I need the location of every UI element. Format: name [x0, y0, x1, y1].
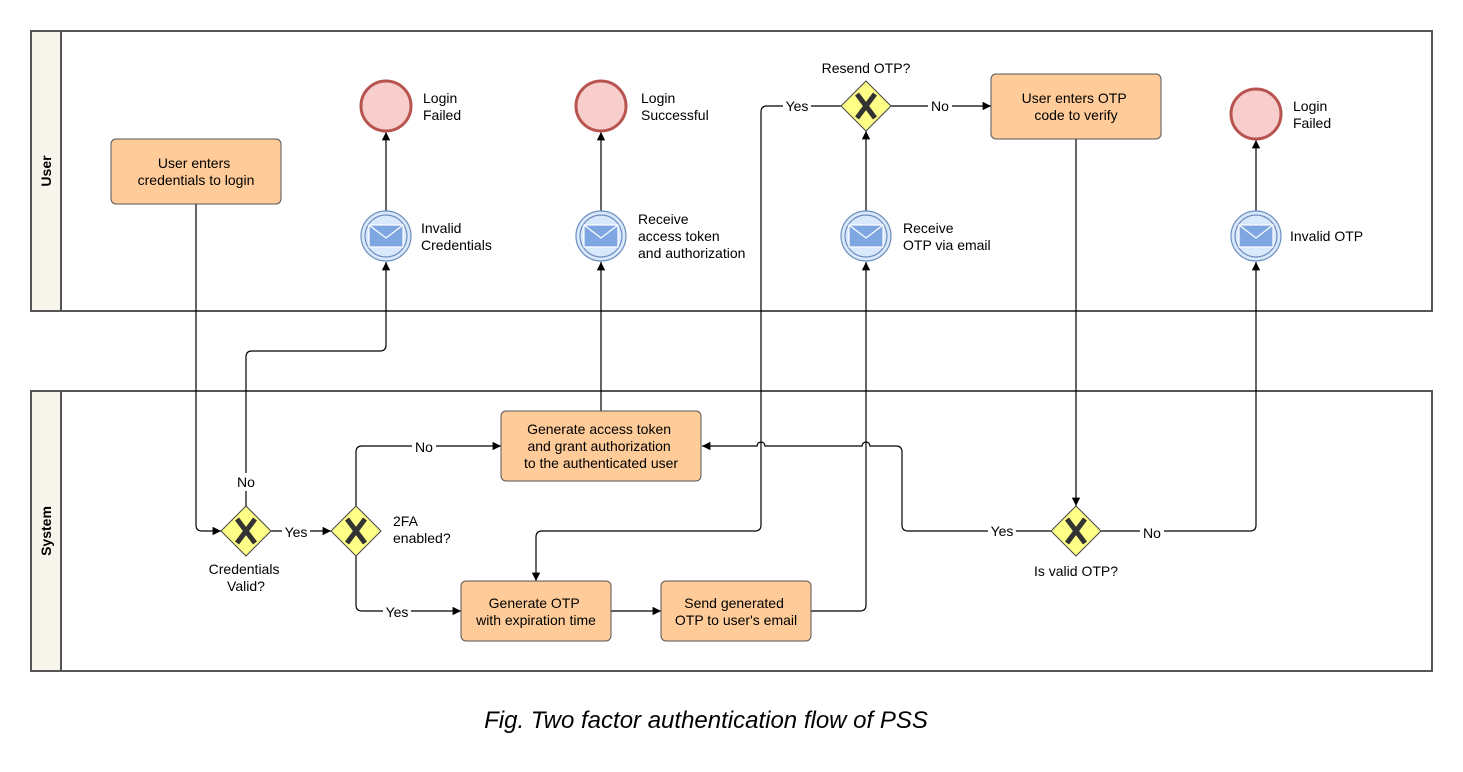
- svg-text:Is valid OTP?: Is valid OTP?: [1034, 563, 1118, 579]
- edge-label-resend-yes: Yes: [786, 98, 809, 114]
- message-event-invalid-otp: Invalid OTP: [1230, 210, 1363, 262]
- edge-label-credentials-no: No: [237, 474, 255, 490]
- gateway-credentials-valid: Credentials Valid?: [209, 505, 284, 594]
- svg-text:Invalid OTP: Invalid OTP: [1290, 228, 1363, 244]
- svg-text:2FA enabled?: 2FA enabled?: [393, 513, 451, 546]
- circle-icon: [574, 79, 628, 133]
- svg-text:User enters OTP code to: User enters OTP code to verify: [1022, 90, 1131, 123]
- envelope-icon: [368, 224, 404, 248]
- svg-text:User enters credentials: User enters credentials to login: [138, 155, 255, 188]
- edge-resend-yes: [531, 105, 841, 581]
- envelope-icon: [848, 224, 884, 248]
- edges: [195, 101, 1261, 616]
- gateway-2fa-enabled: 2FA enabled?: [330, 505, 451, 557]
- x-icon: [855, 92, 877, 120]
- message-event-receive-access-token: Receive access token and authorization: [575, 210, 745, 262]
- svg-text:Generate OTP with expira: Generate OTP with expiration time: [475, 595, 596, 628]
- envelope-icon: [1238, 224, 1274, 248]
- edge-labels: No Yes No Yes Yes No Yes No: [234, 98, 1164, 621]
- edge-2fa-enabled: [355, 556, 461, 616]
- x-icon: [235, 517, 257, 545]
- message-event-invalid-credentials: Invalid Credentials: [360, 210, 492, 262]
- message-event-receive-otp: Receive OTP via email: [840, 210, 991, 262]
- edge-label-valid-no: No: [1143, 525, 1161, 541]
- svg-text:Login Successful: Login Successful: [641, 90, 709, 123]
- x-icon: [1065, 517, 1087, 545]
- task-user-enters-otp: User enters OTP code to verify: [990, 73, 1162, 140]
- edge-otp-valid: [702, 441, 1051, 532]
- svg-text:Resend OTP?: Resend OTP?: [822, 60, 911, 76]
- lane-system: System: [30, 390, 1433, 672]
- edge-label-2fa-no: No: [415, 439, 433, 455]
- edge-label-valid-yes: Yes: [991, 523, 1014, 539]
- end-event-login-failed-otp: Login Failed: [1229, 87, 1331, 141]
- edge-otp-invalid: [1101, 262, 1261, 532]
- gateway-is-valid-otp: Is valid OTP?: [1034, 505, 1118, 579]
- svg-text:Generate access token an: Generate access token and grant authoriz…: [524, 421, 678, 471]
- edge-2fa-disabled: [355, 441, 501, 506]
- gateway-resend-otp: Resend OTP?: [822, 60, 911, 132]
- svg-text:Send generated OTP to us: Send generated OTP to user's email: [675, 595, 797, 628]
- lane-system-title: System: [38, 506, 54, 556]
- edge-send-to-receive: [811, 262, 871, 612]
- figure-caption: Fig. Two factor authentication flow of P…: [484, 707, 928, 734]
- lane-user: User: [30, 30, 1433, 312]
- edge-label-resend-no: No: [931, 98, 949, 114]
- edge-credentials-invalid: [245, 262, 391, 506]
- svg-text:Invalid Credentials: Invalid Credentials: [421, 220, 492, 253]
- svg-text:Login Failed: Login Failed: [423, 90, 461, 123]
- svg-text:Receive access token: Receive access token and authorization: [638, 211, 745, 261]
- svg-text:Login Failed: Login Failed: [1293, 98, 1331, 131]
- task-send-otp: Send generated OTP to user's email: [660, 580, 812, 642]
- task-user-enters-credentials: User enters credentials to login: [110, 138, 282, 205]
- edge-credentials-to-validation: [195, 204, 221, 536]
- x-icon: [345, 517, 367, 545]
- end-event-login-failed-credentials: Login Failed: [359, 79, 461, 133]
- svg-text:Credentials Valid?: Credentials Valid?: [209, 561, 284, 594]
- edge-label-2fa-yes: Yes: [386, 604, 409, 620]
- circle-icon: [1229, 87, 1283, 141]
- lane-user-title: User: [38, 155, 54, 187]
- circle-icon: [359, 79, 413, 133]
- task-generate-access-token: Generate access token and grant authoriz…: [500, 410, 702, 482]
- svg-text:Receive OTP via email: Receive OTP via email: [903, 220, 991, 253]
- end-event-login-successful: Login Successful: [574, 79, 709, 133]
- task-generate-otp: Generate OTP with expiration time: [460, 580, 612, 642]
- envelope-icon: [583, 224, 619, 248]
- edge-label-credentials-yes: Yes: [285, 524, 308, 540]
